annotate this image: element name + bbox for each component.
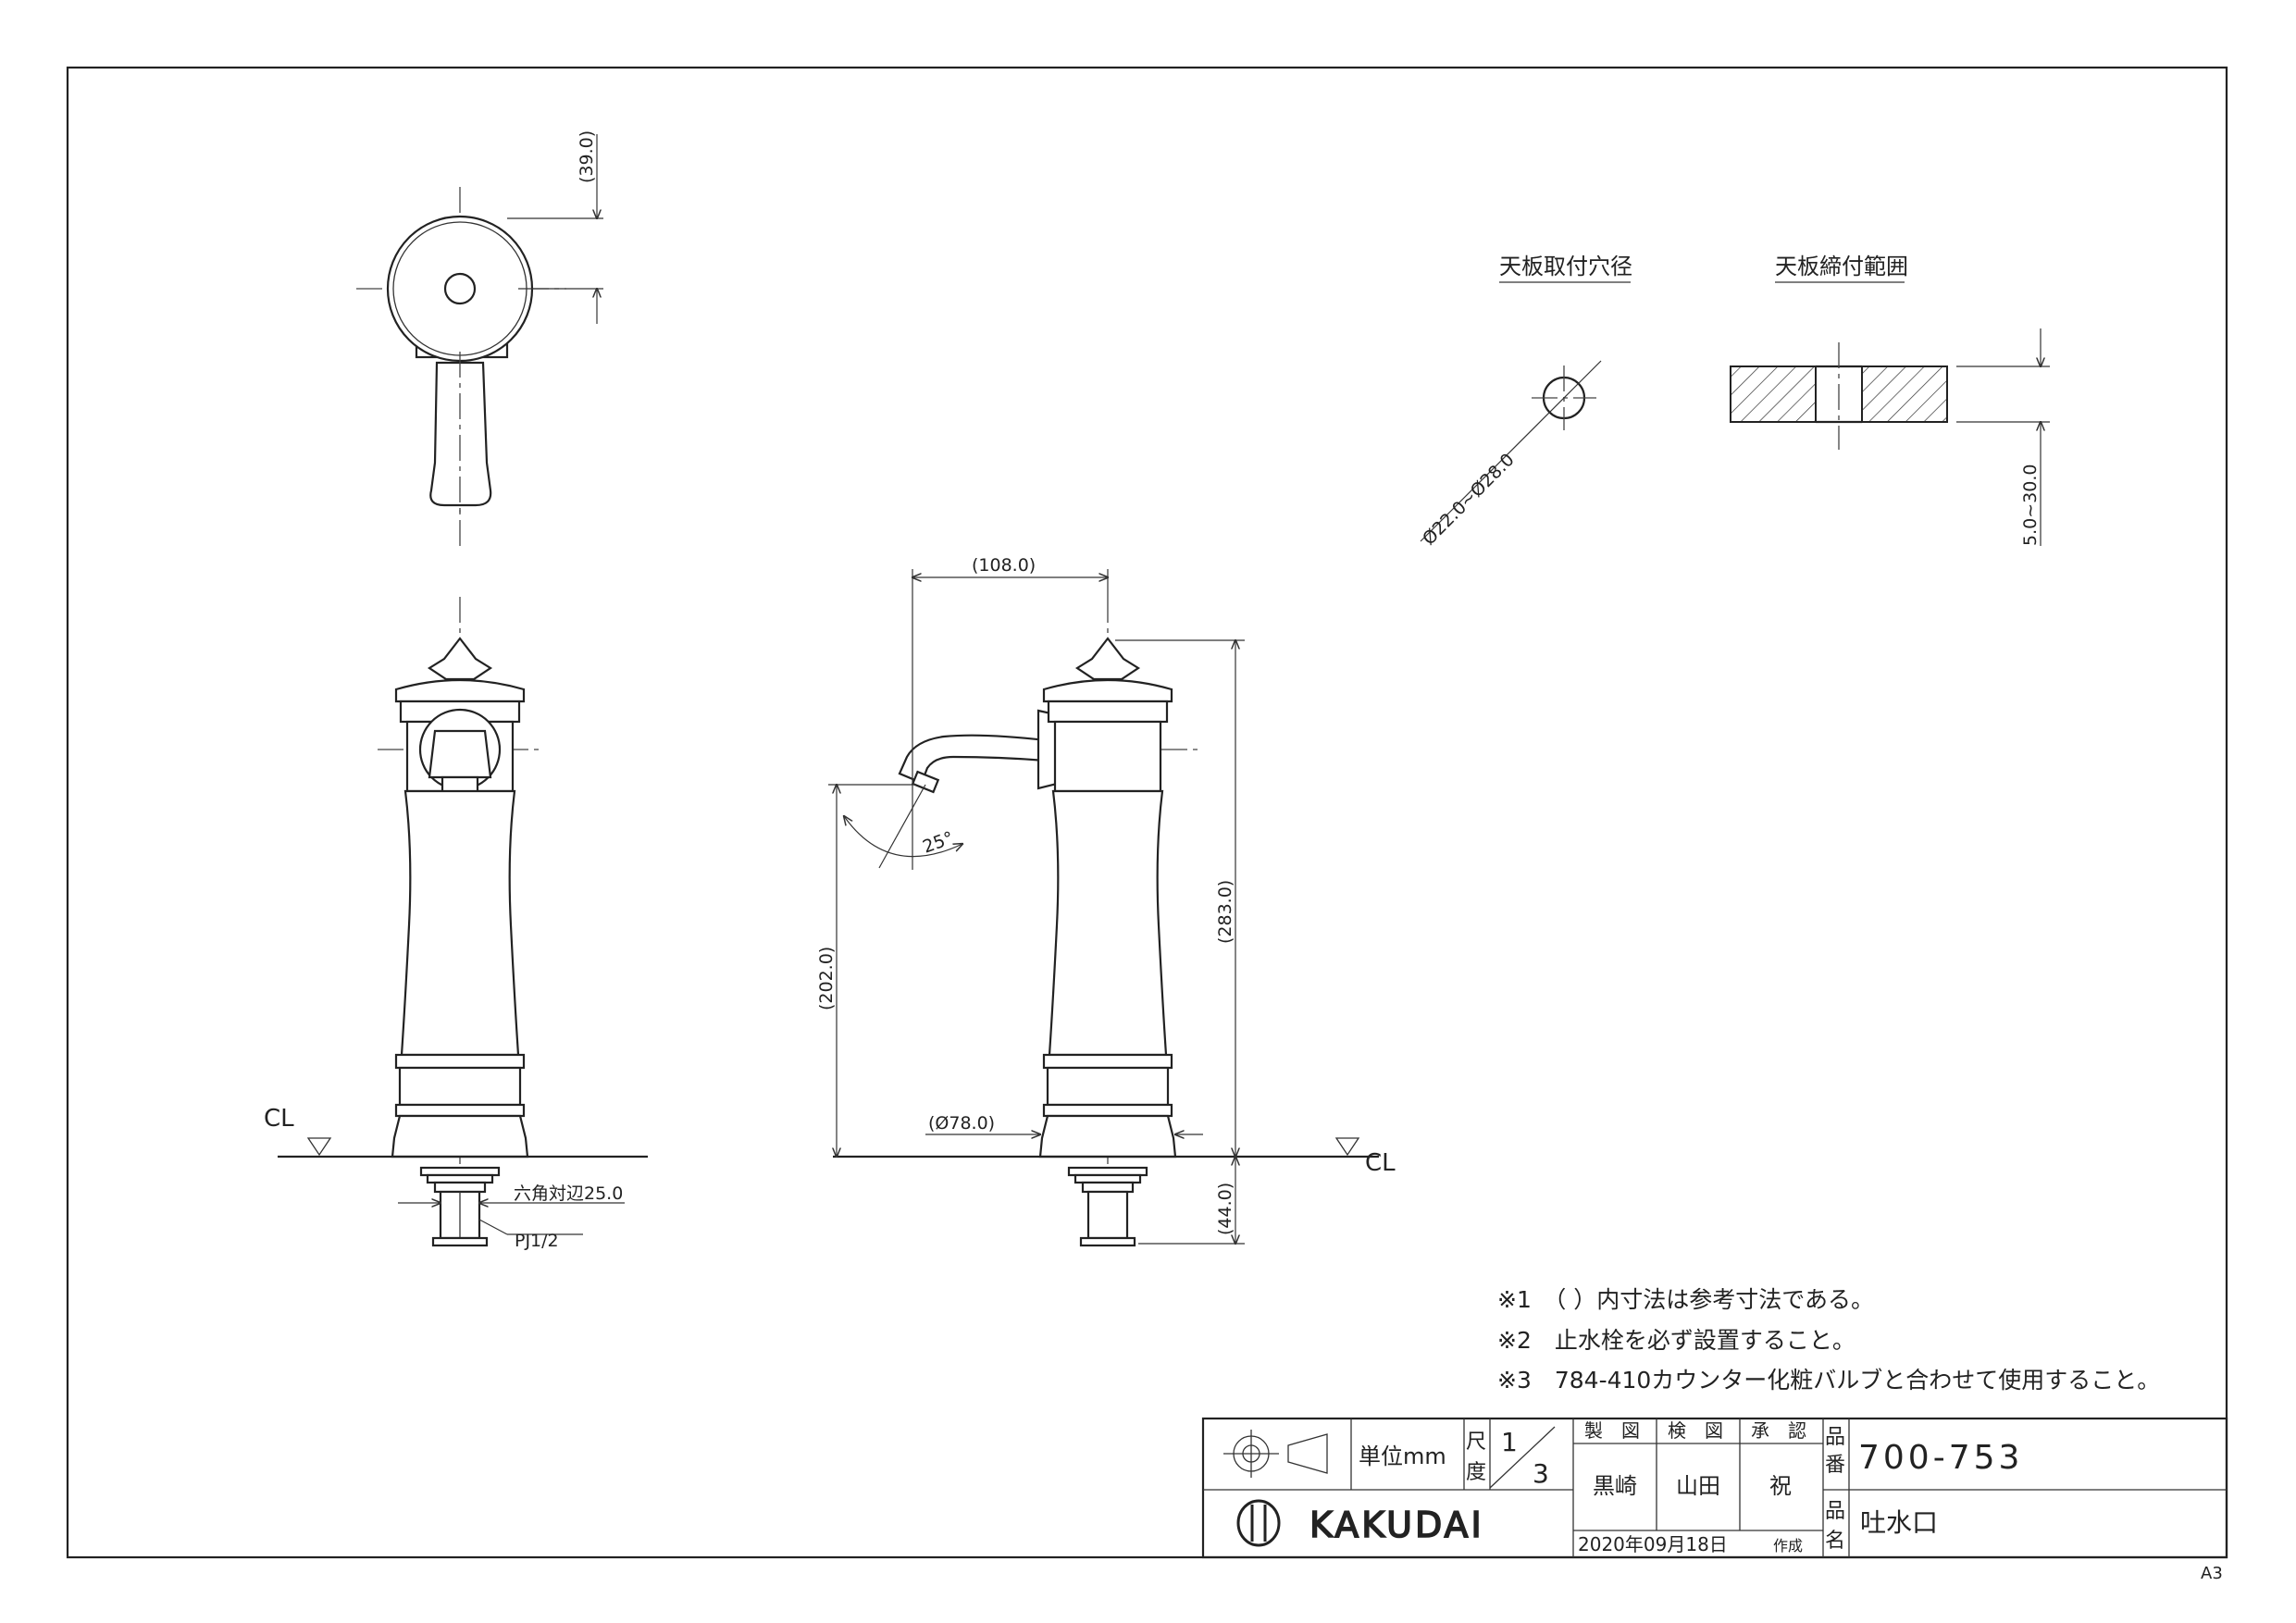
created-label: 作成 — [1773, 1537, 1803, 1555]
number-label-2: 番 — [1825, 1454, 1845, 1477]
scale-denominator: 3 — [1533, 1458, 1549, 1489]
unit-label: 単位mm — [1359, 1443, 1446, 1469]
scale-label-1: 尺 — [1466, 1431, 1486, 1454]
scale-numerator: 1 — [1501, 1427, 1518, 1457]
name-label-1: 品 — [1825, 1500, 1845, 1523]
product-name: 吐水口 — [1860, 1507, 1938, 1538]
drawing-date: 2020年09月18日 — [1578, 1533, 1728, 1555]
note-2: ※2 止水栓を必ず設置すること。 — [1497, 1327, 1855, 1354]
dim-top-offset: (39.0) — [577, 130, 597, 183]
checked-by: 山田 — [1676, 1473, 1720, 1499]
projection-symbol-icon — [1223, 1430, 1328, 1478]
approved-header: 承 認 — [1751, 1419, 1806, 1442]
dim-hole-diameter: Ø22.0~Ø28.0 — [1419, 450, 1519, 550]
dim-thread: PJ1/2 — [515, 1231, 559, 1251]
front-view: CL 六角対辺25.0 PJ1/2 — [264, 597, 648, 1251]
cl-label-right: CL — [1365, 1149, 1396, 1177]
scale-label-2: 度 — [1466, 1461, 1486, 1484]
kakudai-logo-icon — [1236, 1499, 1281, 1547]
dim-spout-reach: (108.0) — [972, 555, 1036, 576]
title-block: 単位mm 尺 度 1 3 製 図 検 図 承 認 黒崎 山田 祝 品 番 品 名… — [1201, 1417, 2228, 1559]
note-3: ※3 784-410カウンター化粧バルブと合わせて使用すること。 — [1497, 1367, 2160, 1394]
dim-spout-height: (202.0) — [816, 947, 837, 1010]
side-view: CL (108.0) (283.0) (44.0) (202.0) 25° (Ø — [816, 555, 1396, 1247]
counter-hole-detail: 天板取付穴径 Ø22.0~Ø28.0 — [1419, 254, 1632, 550]
dim-hex-size: 六角対辺25.0 — [514, 1183, 623, 1204]
hole-title: 天板取付穴径 — [1499, 254, 1632, 279]
dim-shank-length: (44.0) — [1215, 1183, 1235, 1235]
number-label-1: 品 — [1825, 1426, 1845, 1449]
dim-base-diameter: (Ø78.0) — [928, 1113, 995, 1134]
paper-size: A3 — [2201, 1564, 2223, 1583]
notes: ※1 （ ）内寸法は参考寸法である。 ※2 止水栓を必ず設置すること。 ※3 7… — [1497, 1286, 2160, 1394]
drafted-by: 黒崎 — [1593, 1473, 1637, 1499]
note-1: ※1 （ ）内寸法は参考寸法である。 — [1497, 1286, 1874, 1313]
company-name: KAKUDAI — [1309, 1505, 1484, 1545]
product-number: 700-753 — [1858, 1439, 2023, 1477]
dim-total-height: (283.0) — [1215, 880, 1235, 944]
approved-by: 祝 — [1769, 1473, 1792, 1499]
drafted-header: 製 図 — [1584, 1419, 1640, 1442]
cl-label-left: CL — [264, 1105, 294, 1133]
drawing-border — [66, 66, 2228, 1559]
dim-spout-angle: 25° — [920, 828, 956, 858]
counter-thickness-detail: 天板締付範囲 5.0~30.0 — [1730, 254, 2050, 546]
name-label-2: 名 — [1825, 1530, 1845, 1553]
dim-counter-thickness: 5.0~30.0 — [2020, 465, 2041, 546]
top-view: (39.0) — [356, 130, 603, 546]
range-title: 天板締付範囲 — [1775, 254, 1908, 279]
checked-header: 検 図 — [1668, 1419, 1723, 1442]
